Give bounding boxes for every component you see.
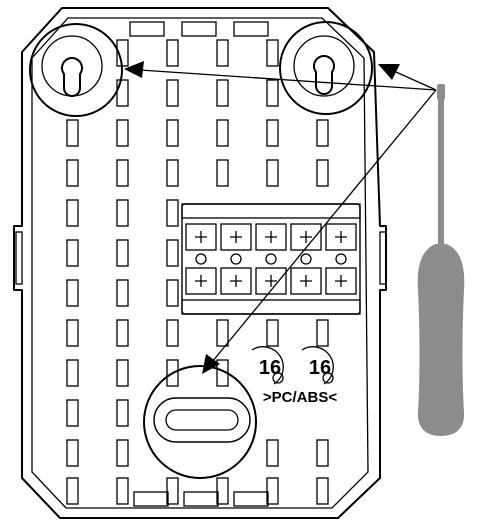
recycle-mark-icon bbox=[301, 346, 334, 385]
vent-slot bbox=[216, 159, 229, 187]
vent-slot bbox=[66, 159, 79, 187]
recycle-badge-left: 16 bbox=[251, 346, 284, 385]
terminal-screw-icon bbox=[195, 275, 207, 287]
screwdriver-icon bbox=[417, 84, 465, 436]
badge-number-right: 16 bbox=[309, 357, 331, 379]
keyhole-slot-icon bbox=[61, 57, 83, 97]
terminal-cell bbox=[185, 223, 217, 251]
vent-slot-grid bbox=[66, 39, 329, 505]
vent-slot bbox=[166, 79, 179, 107]
recycle-badge-right: 16 bbox=[301, 346, 334, 385]
terminal-cell bbox=[325, 267, 357, 295]
badge-number-left: 16 bbox=[259, 357, 281, 379]
vent-slot bbox=[66, 279, 79, 307]
vent-slot bbox=[116, 199, 129, 227]
vent-slot bbox=[66, 319, 79, 347]
bottom-release-slot bbox=[143, 365, 257, 479]
vent-slot bbox=[216, 477, 229, 505]
vent-slot bbox=[166, 319, 179, 347]
vent-slot bbox=[66, 119, 79, 147]
keyhole-slot-left bbox=[29, 23, 123, 117]
vent-slot bbox=[116, 359, 129, 387]
terminal-hole bbox=[335, 253, 347, 265]
keyhole-slot-right bbox=[279, 21, 373, 115]
terminal-screw-icon bbox=[335, 275, 347, 287]
vent-slot bbox=[216, 39, 229, 67]
terminal-hole bbox=[265, 253, 277, 265]
vent-slot bbox=[316, 319, 329, 347]
vent-slot bbox=[116, 399, 129, 427]
terminal-cell bbox=[325, 223, 357, 251]
terminal-hole bbox=[195, 253, 207, 265]
vent-slot bbox=[216, 79, 229, 107]
vent-slot bbox=[66, 477, 79, 505]
terminal-screw-icon bbox=[335, 231, 347, 243]
terminal-cell bbox=[255, 267, 287, 295]
vent-slot bbox=[116, 319, 129, 347]
terminal-cell bbox=[185, 267, 217, 295]
terminal-screw-icon bbox=[195, 231, 207, 243]
vent-slot bbox=[266, 439, 279, 467]
terminal-cell bbox=[290, 223, 322, 251]
vent-slot bbox=[166, 477, 179, 505]
terminal-screw-icon bbox=[230, 275, 242, 287]
vent-slot bbox=[116, 159, 129, 187]
terminal-hole bbox=[230, 253, 242, 265]
vent-slot bbox=[116, 79, 129, 107]
vent-slot bbox=[316, 439, 329, 467]
vent-slot bbox=[316, 119, 329, 147]
vent-slot bbox=[166, 199, 179, 227]
vent-slot bbox=[266, 159, 279, 187]
terminal-cell bbox=[220, 267, 252, 295]
vent-slot bbox=[116, 119, 129, 147]
terminal-screw-icon bbox=[230, 231, 242, 243]
terminal-screw-icon bbox=[265, 275, 277, 287]
vent-slot bbox=[116, 439, 129, 467]
material-label: >PC/ABS< bbox=[263, 389, 337, 406]
vent-slot bbox=[116, 239, 129, 267]
vent-slot bbox=[166, 119, 179, 147]
vent-slot bbox=[66, 439, 79, 467]
pointer-arrows bbox=[124, 61, 437, 374]
terminal-screw-icon bbox=[300, 231, 312, 243]
vent-slot bbox=[316, 159, 329, 187]
vent-slot bbox=[166, 159, 179, 187]
vent-slot bbox=[266, 477, 279, 505]
terminal-screw-icon bbox=[300, 275, 312, 287]
vent-slot bbox=[116, 477, 129, 505]
vent-slot bbox=[66, 359, 79, 387]
terminal-block bbox=[181, 203, 361, 315]
vent-slot bbox=[216, 119, 229, 147]
vent-slot bbox=[316, 477, 329, 505]
keyhole-slot-icon bbox=[313, 55, 335, 95]
vent-slot bbox=[266, 39, 279, 67]
terminal-cell bbox=[290, 267, 322, 295]
vent-slot bbox=[216, 319, 229, 347]
vent-slot bbox=[166, 239, 179, 267]
enclosure-back-plate bbox=[13, 7, 387, 519]
vent-slot bbox=[166, 279, 179, 307]
terminal-cell bbox=[255, 223, 287, 251]
vent-slot bbox=[266, 79, 279, 107]
vent-slot bbox=[266, 119, 279, 147]
vent-slot bbox=[166, 39, 179, 67]
terminal-screw-icon bbox=[265, 231, 277, 243]
vent-slot bbox=[66, 399, 79, 427]
terminal-cell bbox=[220, 223, 252, 251]
vent-slot bbox=[166, 359, 179, 387]
vent-slot bbox=[266, 319, 279, 347]
vent-slot bbox=[66, 239, 79, 267]
terminal-hole bbox=[300, 253, 312, 265]
recycle-mark-icon bbox=[251, 346, 284, 385]
vent-slot bbox=[66, 199, 79, 227]
vent-slot bbox=[116, 279, 129, 307]
